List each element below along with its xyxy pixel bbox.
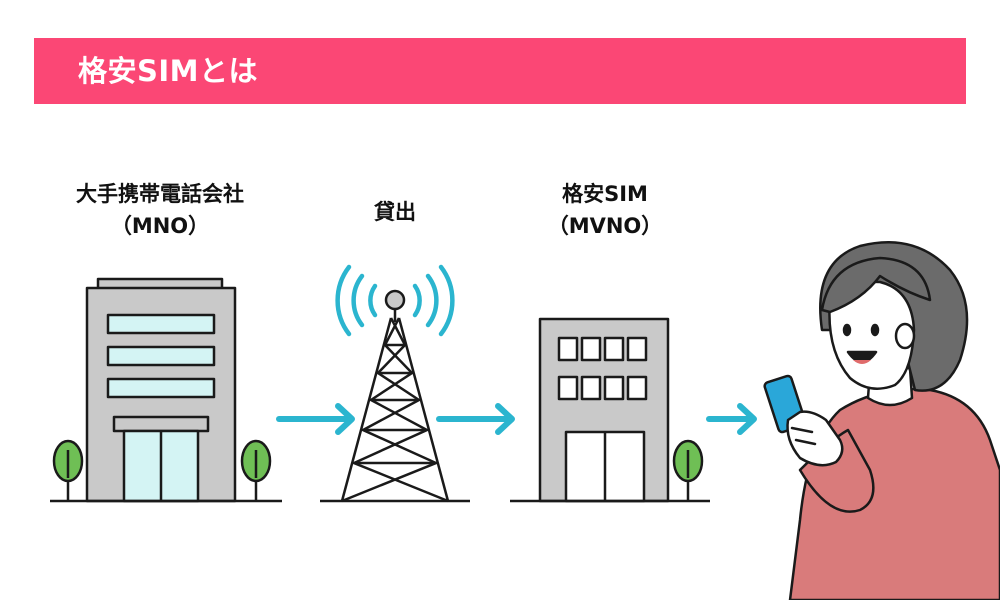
office-building-icon (85, 277, 237, 503)
tree-icon (672, 439, 704, 501)
title-banner: 格安SIMとは (34, 38, 966, 104)
signal-waves-icon (335, 264, 455, 337)
mno-label-sub: （MNO） (110, 214, 210, 238)
page-title: 格安SIMとは (78, 54, 259, 88)
mvno-label-name: 格安SIM (562, 182, 648, 206)
lend-label: 貸出 (345, 196, 445, 228)
small-office-building-icon (538, 317, 670, 503)
tree-icon (240, 439, 272, 501)
mno-label: 大手携帯電話会社 （MNO） (60, 178, 260, 242)
tree-icon (52, 439, 84, 501)
woman-with-smartphone-icon (763, 240, 1000, 600)
radio-tower-icon (340, 289, 450, 503)
mno-label-name: 大手携帯電話会社 (76, 182, 244, 206)
arrow-icon (276, 403, 355, 435)
arrow-icon (706, 403, 757, 435)
mvno-label-sub: （MVNO） (547, 214, 663, 238)
mvno-label: 格安SIM （MVNO） (505, 178, 705, 242)
lend-label-name: 貸出 (374, 200, 416, 224)
arrow-icon (436, 403, 515, 435)
